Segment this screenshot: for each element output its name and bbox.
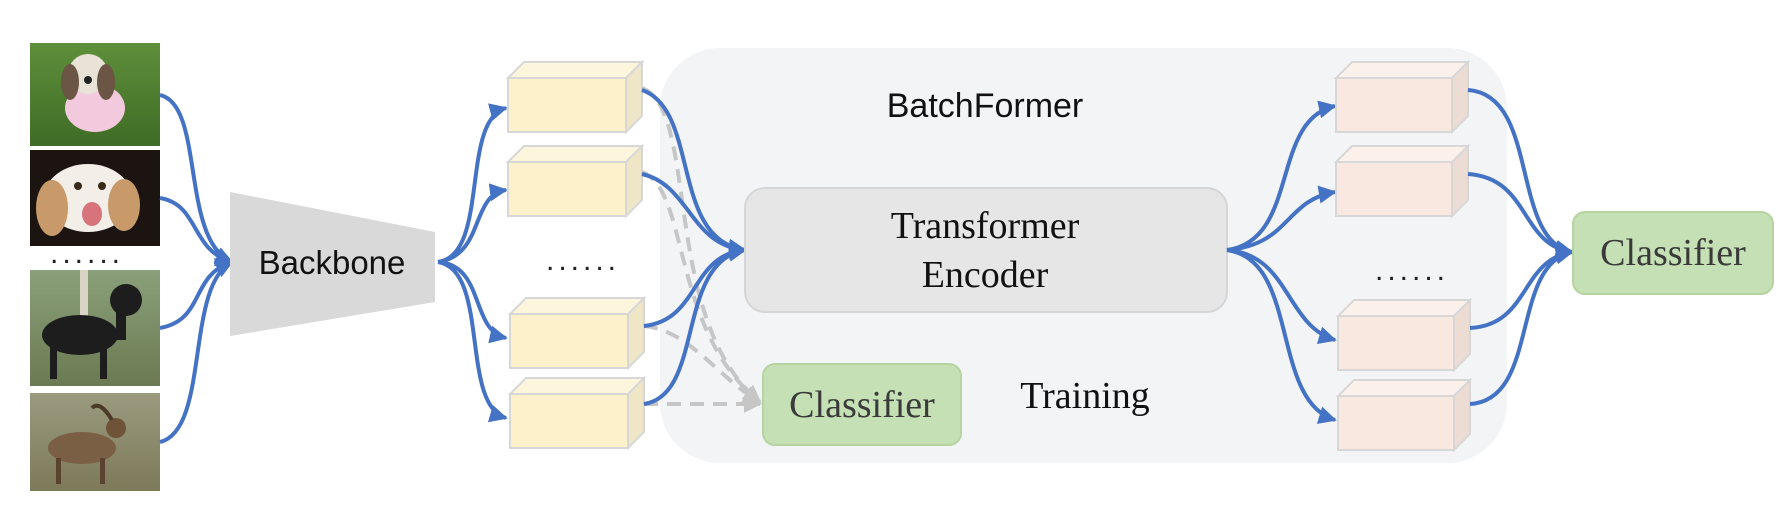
backbone-to-features-arrows xyxy=(437,103,508,423)
input-image-giant-schnauzer xyxy=(30,270,160,386)
batchformer-title: BatchFormer xyxy=(887,87,1084,125)
backbone-block xyxy=(230,192,435,336)
feature-block xyxy=(507,375,647,451)
training-classifier-block xyxy=(762,363,962,446)
image-to-backbone-arrows xyxy=(159,93,234,444)
classifier-label: Classifier xyxy=(1600,232,1746,274)
input-image-ibex xyxy=(30,393,160,491)
output-block xyxy=(1333,59,1471,135)
feature-block xyxy=(505,59,645,135)
input-image-clumber-spaniel xyxy=(30,150,160,246)
training-classifier-label: Classifier xyxy=(789,384,935,426)
backbone-label: Backbone xyxy=(259,244,406,281)
input-image-shih-tzu xyxy=(30,43,160,146)
output-block xyxy=(1333,143,1471,219)
transformer-to-outputs-arrows xyxy=(1226,100,1337,424)
outputs-ellipsis: ...... xyxy=(1375,254,1449,287)
features-to-classifier-dashed-arrows xyxy=(641,86,762,413)
features-ellipsis: ...... xyxy=(546,244,620,277)
images-ellipsis: ...... xyxy=(50,237,124,270)
transformer-encoder-label-line1: Transformer xyxy=(891,205,1080,247)
features-to-transformer-arrows xyxy=(641,88,747,406)
classifier-block xyxy=(1572,211,1774,295)
feature-block xyxy=(505,143,645,219)
output-block xyxy=(1335,297,1473,373)
outputs-to-classifier-arrows xyxy=(1467,88,1574,406)
feature-block xyxy=(507,295,647,371)
output-block xyxy=(1335,377,1473,453)
training-label: Training xyxy=(1020,375,1150,417)
transformer-encoder-label-line2: Encoder xyxy=(922,254,1049,296)
